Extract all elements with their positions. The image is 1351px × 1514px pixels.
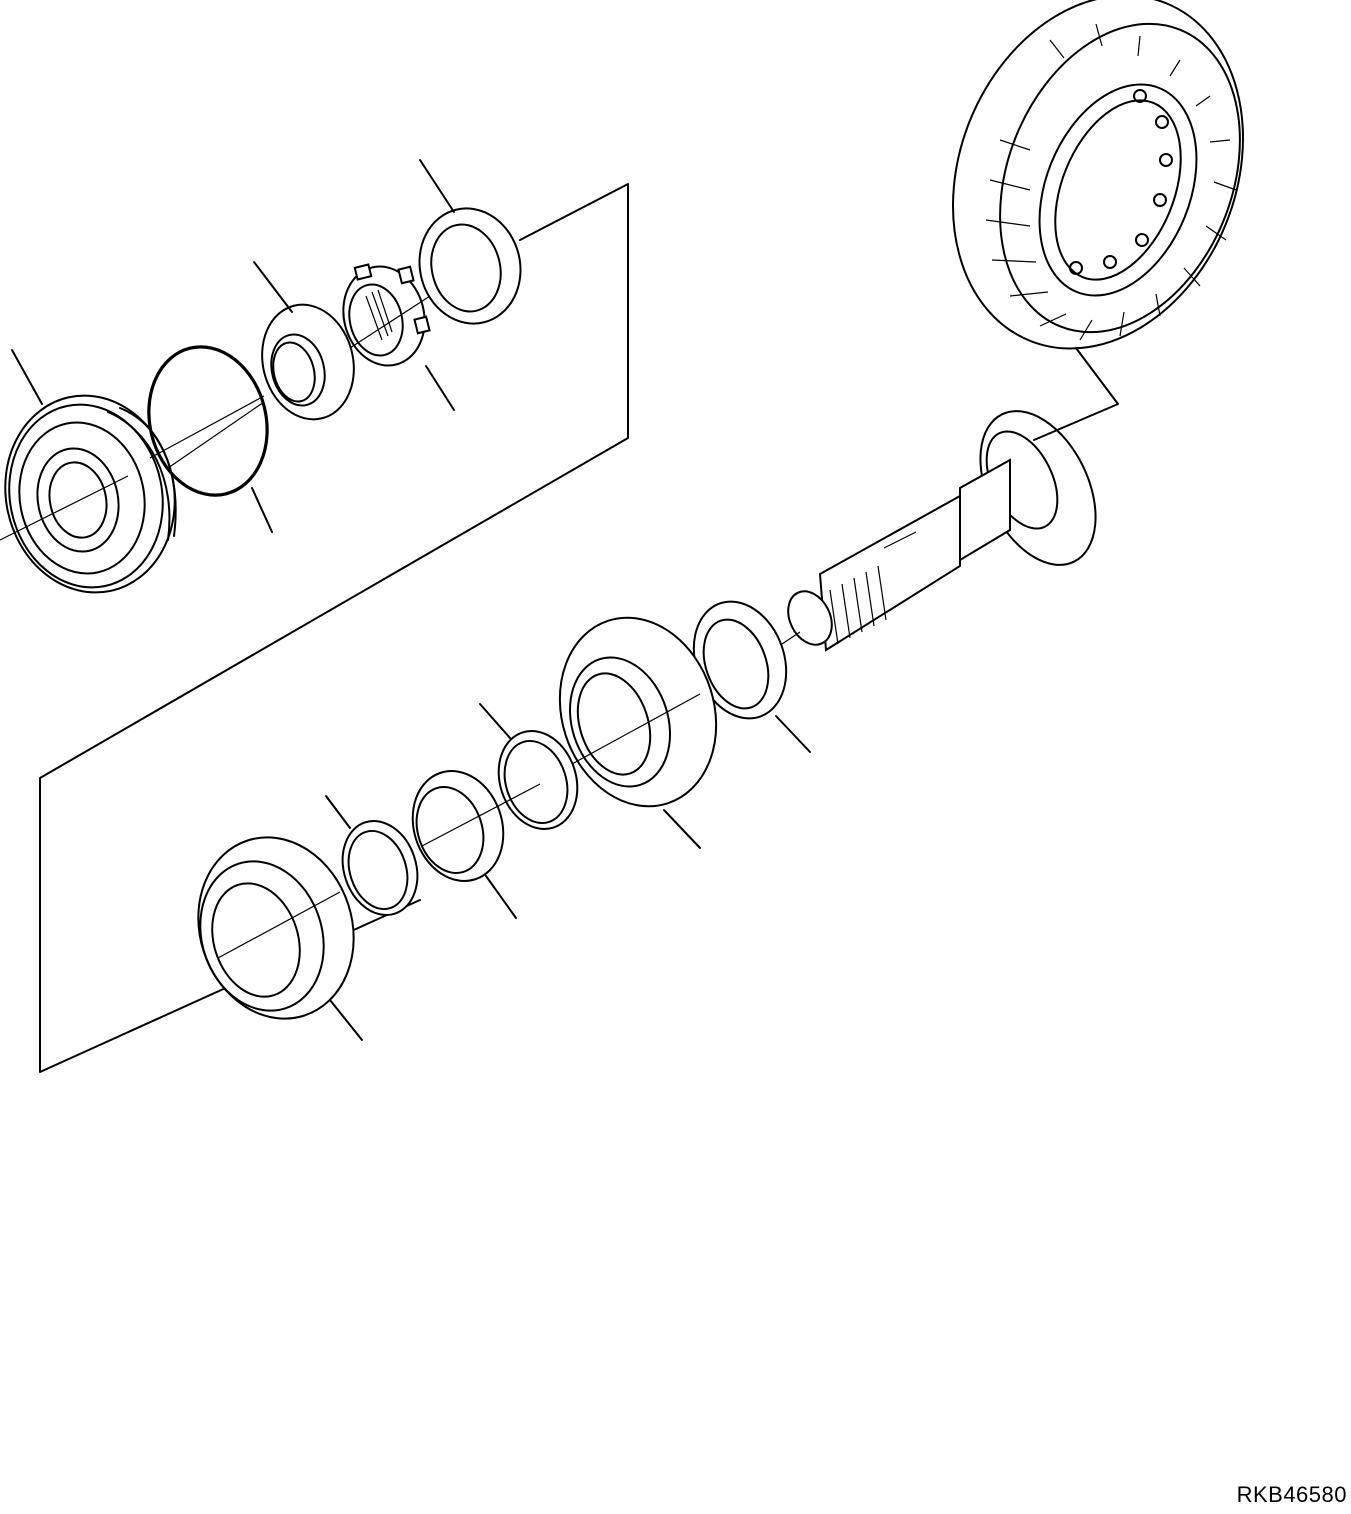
drawing-code-label: RKB46580 bbox=[1236, 1482, 1347, 1507]
ring-gear bbox=[952, 0, 1244, 350]
group-bracket bbox=[39, 183, 629, 1073]
lock-washer bbox=[418, 207, 522, 325]
bearing-cup bbox=[261, 303, 355, 421]
roller-bearing bbox=[197, 836, 355, 1020]
pinion-shaft bbox=[787, 410, 1097, 652]
axis-line bbox=[0, 295, 431, 541]
tapered-bearing-large bbox=[558, 616, 718, 808]
castle-nut bbox=[342, 263, 431, 367]
flange-housing bbox=[4, 394, 177, 594]
snap-ring-upper bbox=[497, 730, 579, 830]
snap-ring-lower bbox=[341, 820, 419, 916]
axis-line-lower bbox=[217, 631, 801, 959]
leader-lines bbox=[11, 159, 1119, 1041]
spacer-collar bbox=[411, 770, 505, 882]
o-ring bbox=[147, 345, 269, 497]
